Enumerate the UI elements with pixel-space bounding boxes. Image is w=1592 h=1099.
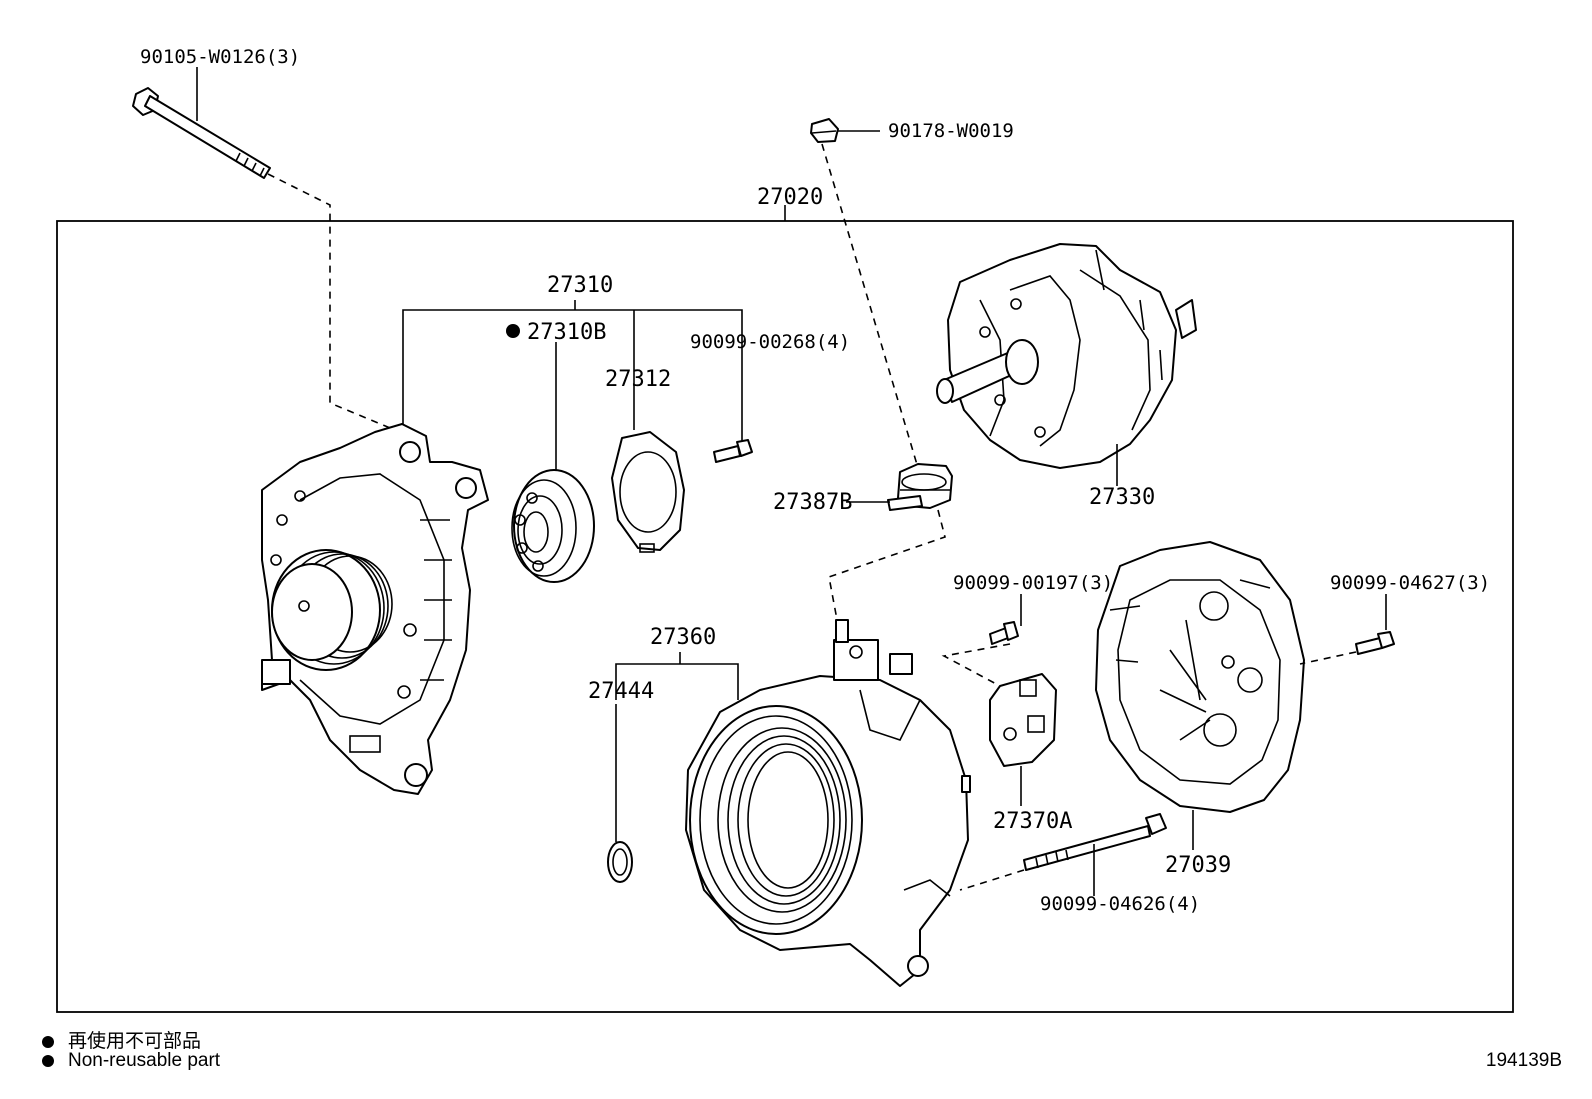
stator-housing: [685, 619, 971, 987]
rear-cover-screw: [1355, 631, 1395, 655]
rear-cover: [1095, 541, 1305, 813]
terminal-cap: [810, 118, 839, 143]
legend-jp: 再使用不可部品: [42, 1026, 201, 1053]
retainer-screw: [713, 439, 753, 463]
label-frame-assy: 27310: [547, 273, 613, 298]
drive-end-frame: [261, 423, 489, 795]
bearing-retainer: [611, 431, 685, 553]
label-regulator: 27370A: [993, 809, 1072, 834]
label-bolt-top: 90105-W0126(3): [140, 46, 300, 68]
long-bolt: [132, 87, 271, 179]
label-retainer: 27312: [605, 367, 671, 392]
label-rear-cover-screw: 90099-04627(3): [1330, 572, 1490, 594]
non-reusable-bullet-icon: [506, 324, 520, 338]
label-regulator-screw: 90099-00197(3): [953, 572, 1113, 594]
label-rotor: 27330: [1089, 485, 1155, 510]
label-rear-cover: 27039: [1165, 853, 1231, 878]
through-bolt: [1023, 813, 1167, 871]
label-stator: 27360: [650, 625, 716, 650]
legend-jp-text: 再使用不可部品: [68, 1031, 202, 1052]
bearing: [511, 469, 595, 583]
washer: [607, 841, 633, 883]
insulator: [887, 463, 953, 511]
legend-en: Non-reusable part: [42, 1050, 220, 1072]
label-retainer-screw: 90099-00268(4): [690, 331, 850, 353]
label-insulator: 27387B: [773, 490, 852, 515]
diagram-id: 194139B: [1485, 1050, 1562, 1071]
legend-en-text: Non-reusable part: [68, 1050, 221, 1071]
label-through-bolt: 90099-04626(4): [1040, 893, 1200, 915]
filled-circle-icon: [42, 1054, 54, 1067]
label-cap-top: 90178-W0019: [888, 120, 1014, 142]
filled-circle-icon: [42, 1035, 54, 1048]
regulator: [989, 673, 1057, 767]
label-washer: 27444: [588, 679, 654, 704]
regulator-screw: [989, 621, 1019, 645]
label-bearing: 27310B: [527, 320, 606, 345]
rotor: [936, 243, 1197, 469]
label-assembly: 27020: [757, 185, 823, 210]
